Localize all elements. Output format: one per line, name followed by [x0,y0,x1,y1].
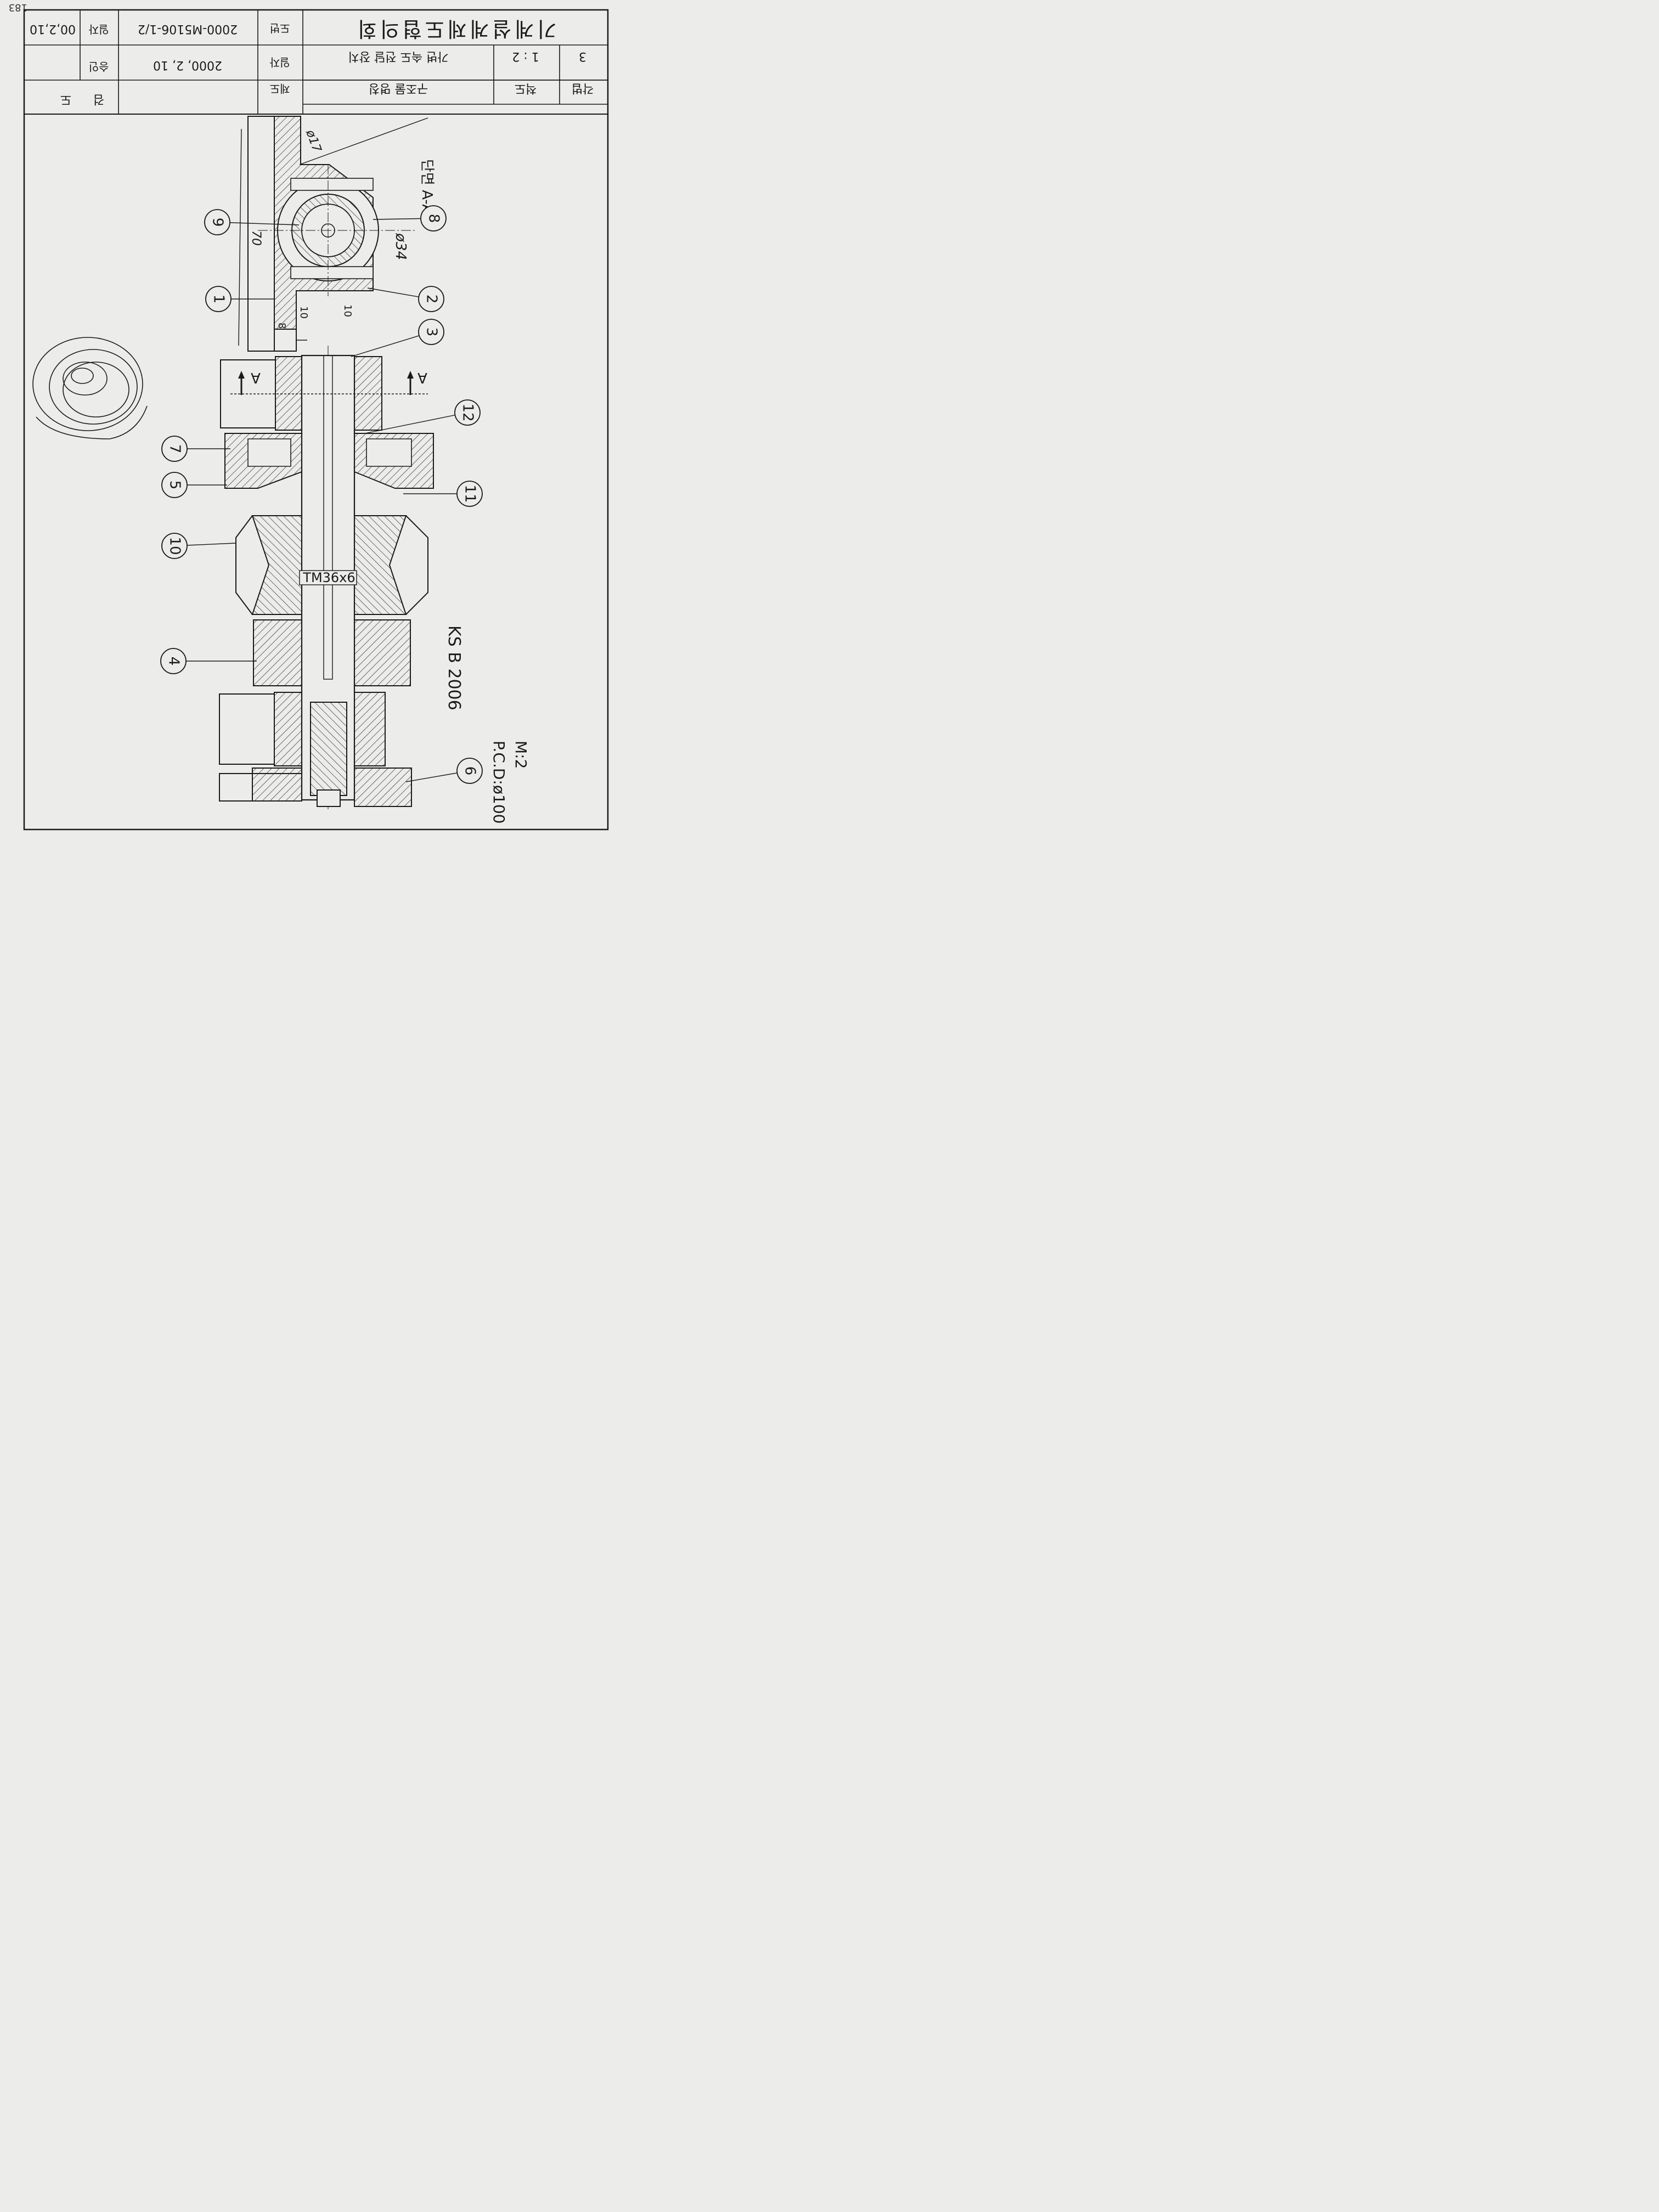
approved-label: 승인 [89,60,109,74]
date-label: 일자 [270,56,290,69]
note-module: M:2 [512,741,530,769]
section-marker-right: A [417,369,427,386]
balloon-label-10: 10 [167,537,183,555]
scale-value: 1 : 2 [512,49,539,63]
general-tolerance-label: 각법 [572,81,594,95]
product-label: 제도 [270,82,290,95]
balloon-5 [161,472,188,498]
main-assembly [219,346,434,812]
balloon-leader-12 [364,412,468,434]
balloon-8 [420,205,447,232]
dim-10b: 10 [298,306,309,319]
balloon-2 [418,286,444,312]
balloon-7 [161,436,188,462]
section-label: 단면 A-A [419,159,435,214]
standard-note: KS B 2006 [444,625,464,710]
thread-spec: TM36x6 [302,570,355,585]
dim-10a: 10 [342,304,353,317]
balloon-label-4: 4 [166,657,182,666]
drawing-no: 2000-M5106-1/2 [138,22,238,36]
balloon-10 [161,533,188,559]
approval-date: 00,2,10 [30,22,76,36]
balloon-label-5: 5 [167,481,183,490]
drawing-no-label: 도번 [270,22,290,35]
balloon-label-9: 9 [210,218,226,227]
balloon-1 [205,286,232,312]
title-block-title: 기계설계제도협의회 [354,17,557,41]
balloon-11 [456,481,483,507]
dim-70: 70 [249,230,263,246]
checked-label: 검도 [38,92,104,106]
balloon-label-3: 3 [424,328,440,337]
balloon-label-1: 1 [211,295,227,304]
balloon-label-8: 8 [426,214,442,223]
balloon-label-6: 6 [462,766,478,776]
balloon-leader-9 [217,222,300,225]
part-group: 구조물 명칭 [369,81,428,95]
general-tolerance-value: 3 [579,49,586,63]
product-name: 가변 속도 전달 장치 [348,49,449,63]
approval-date-label: 일자 [89,23,109,36]
page-number: 183 [9,2,27,13]
drawing-sheet: 183 기계설계제도협의회 각법 3 척도 1 : 2 구조물 명칭 가변 속도… [0,0,645,860]
title-block [24,9,608,115]
section-marker-left: A [251,369,261,386]
note-pcd: P.C.D:ø100 [490,741,508,823]
balloon-label-2: 2 [424,295,440,304]
balloon-9 [204,209,230,235]
balloon-label-12: 12 [460,403,476,421]
balloon-12 [454,399,481,426]
balloon-label-7: 7 [167,444,183,454]
balloon-label-11: 11 [462,484,478,503]
date-value: 2000, 2, 10 [153,58,222,72]
balloon-leader-3 [351,331,432,357]
scale-label: 척도 [515,81,537,95]
dim-8: 8 [276,323,287,329]
balloon-3 [418,319,444,345]
section-a-a-view [238,116,428,352]
balloon-6 [456,758,483,784]
dim-phi34: ø34 [392,233,409,260]
balloon-4 [160,648,187,674]
hand-scribble [32,337,148,439]
